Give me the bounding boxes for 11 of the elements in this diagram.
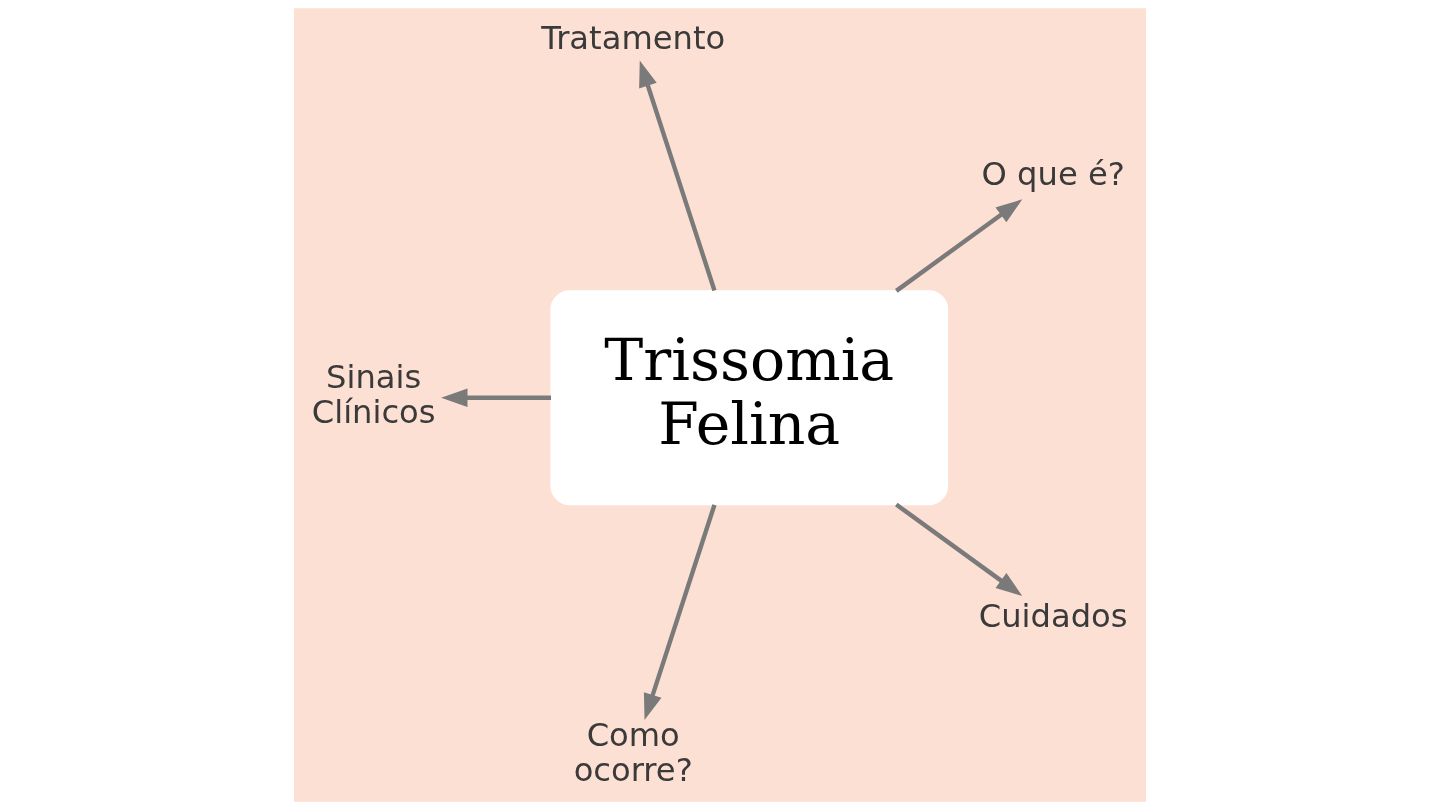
arrow (441, 388, 552, 407)
arrow (639, 60, 717, 292)
node-text: O que é? (981, 155, 1125, 194)
node-box: Trissomia Felina (550, 290, 949, 506)
arrow (643, 504, 717, 721)
node-text: Tratamento (541, 18, 726, 57)
node-text: Cuidados (978, 596, 1128, 635)
arrow (895, 502, 1023, 597)
node-text: Como ocorre? (573, 715, 693, 789)
node-text: Sinais Clínicos (311, 358, 436, 432)
arrow (895, 199, 1023, 293)
